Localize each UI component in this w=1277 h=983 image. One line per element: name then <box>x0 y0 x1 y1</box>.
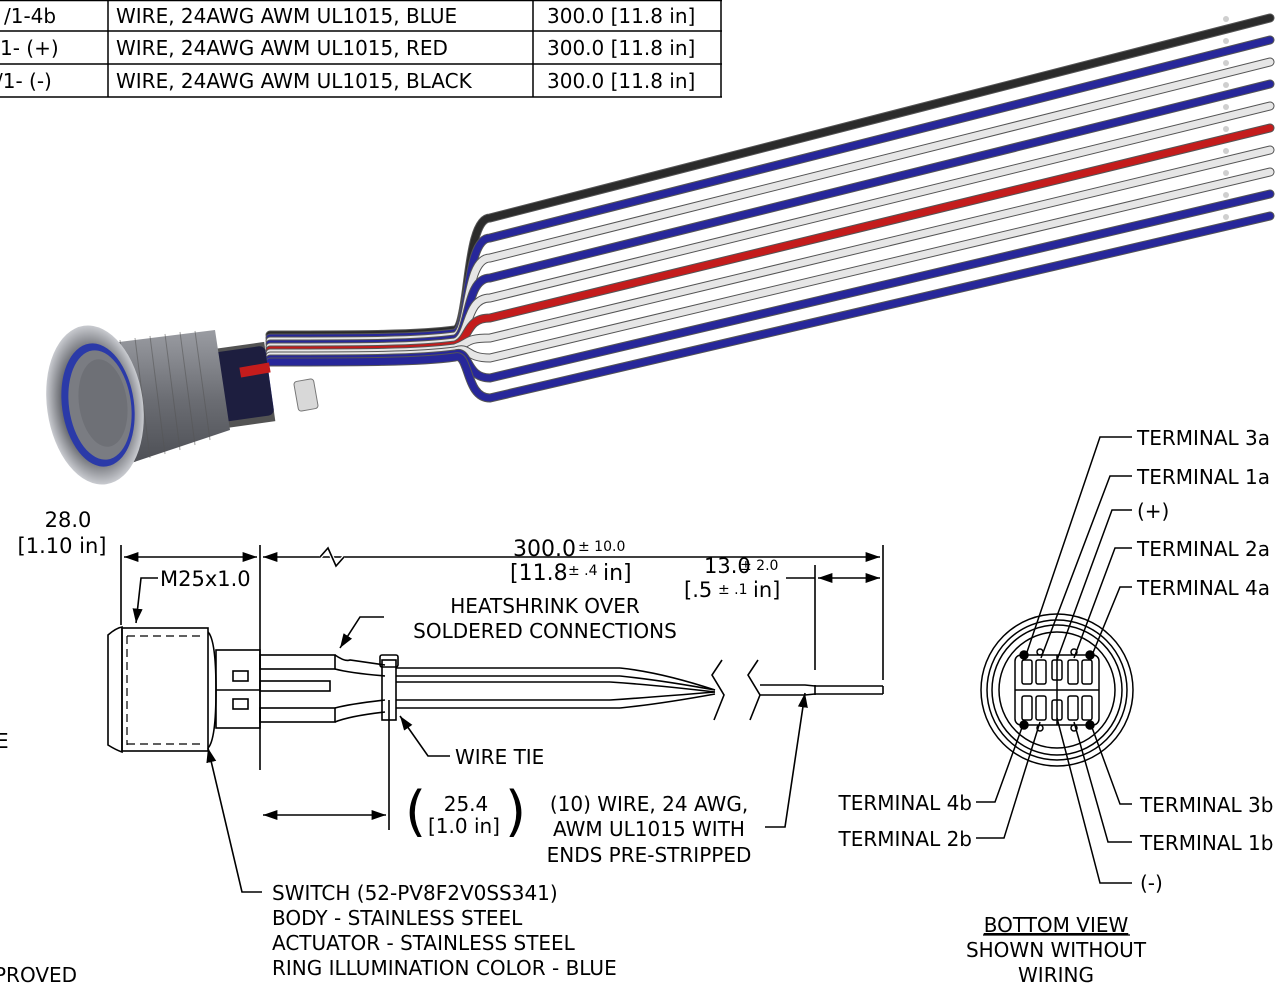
wire-callout-line2: AWM UL1015 WITH <box>553 817 745 841</box>
head-dimension-mm: 28.0 <box>45 508 92 532</box>
table-row-2-length: 300.0 [11.8 in] <box>547 36 695 60</box>
label-terminal-1a: TERMINAL 1a <box>1136 465 1270 489</box>
switch-callout-line1: SWITCH (52-PV8F2V0SS341) <box>272 881 558 905</box>
wire <box>266 212 1274 402</box>
bottom-view-labels: TERMINAL 3a TERMINAL 1a (+) TERMINAL 2a … <box>838 426 1274 983</box>
head-dimension-in: [1.10 in] <box>18 534 107 558</box>
strip-tolerance-mm: ± 2.0 <box>740 558 778 574</box>
table-row-1-id: /1-4b <box>4 4 56 28</box>
wire-table: /1-4b WIRE, 24AWG AWM UL1015, BLUE 300.0… <box>0 0 722 98</box>
table-row-3-description: WIRE, 24AWG AWM UL1015, BLACK <box>116 69 473 93</box>
tie-dimension-in: [1.0 in] <box>428 814 500 838</box>
label-plus: (+) <box>1137 499 1169 523</box>
wire-callout-line1: (10) WIRE, 24 AWG, <box>550 792 748 816</box>
wire <box>266 124 1274 354</box>
edge-fragment-e: E <box>0 729 9 753</box>
wire-callout-line3: ENDS PRE-STRIPPED <box>547 843 752 867</box>
wire-stripped-end <box>1223 214 1229 220</box>
dimension-text: 28.0 [1.10 in] M25x1.0 300.0 ± 10.0 [11.… <box>18 508 781 843</box>
label-terminal-4a: TERMINAL 4a <box>1136 576 1270 600</box>
wire-outline <box>265 57 1275 346</box>
bottom-view-title: BOTTOM VIEW <box>984 913 1129 937</box>
wire-stripped-end <box>1223 192 1229 198</box>
table-row-1-length: 300.0 [11.8 in] <box>547 4 695 28</box>
table-row-1-description: WIRE, 24AWG AWM UL1015, BLUE <box>116 4 457 28</box>
wire <box>266 80 1274 348</box>
length-dimension-in-close: in] <box>603 561 632 586</box>
switch-render <box>46 325 319 485</box>
length-tolerance-mm: ± 10.0 <box>578 539 625 555</box>
wire-stripped-end <box>1223 126 1229 132</box>
tie-dimension-mm: 25.4 <box>444 792 489 816</box>
switch-callout-line4: RING ILLUMINATION COLOR - BLUE <box>272 956 617 980</box>
strip-tolerance-in: ± .1 <box>718 582 748 598</box>
length-dimension-mm: 300.0 <box>513 537 576 562</box>
callouts: HEATSHRINK OVER SOLDERED CONNECTIONS WIR… <box>272 594 751 980</box>
table-row-2-id: 1- (+) <box>0 36 59 60</box>
label-terminal-2b: TERMINAL 2b <box>838 827 972 851</box>
length-dimension-in: [11.8 <box>510 561 568 586</box>
tie-dimension-paren-close: ) <box>505 780 526 843</box>
heatshrink-callout-line2: SOLDERED CONNECTIONS <box>413 619 677 643</box>
wire-stripped-end <box>1223 148 1229 154</box>
label-terminal-3a: TERMINAL 3a <box>1136 426 1270 450</box>
wire-tie-callout: WIRE TIE <box>455 745 544 769</box>
label-terminal-2a: TERMINAL 2a <box>1136 537 1270 561</box>
wire-stripped-end <box>1223 38 1229 44</box>
strip-dimension-in-close: in] <box>753 578 780 602</box>
wire-stripped-end <box>1223 82 1229 88</box>
bottom-view-subtitle-line2: WIRING <box>1018 963 1094 983</box>
tie-dimension-paren-open: ( <box>405 780 426 843</box>
length-tolerance-in: ± .4 <box>568 563 598 579</box>
table-row-3-id: /1- (-) <box>0 69 52 93</box>
label-minus: (-) <box>1140 871 1163 895</box>
heatshrink-callout-line1: HEATSHRINK OVER <box>450 594 640 618</box>
dimension-lines <box>124 544 880 893</box>
edge-fragment-approved: PROVED <box>0 963 77 983</box>
strip-dimension-mm: 13.0 <box>704 554 751 578</box>
wire-outline <box>265 211 1275 403</box>
wire-stripped-end <box>1223 16 1229 22</box>
wire-stripped-end <box>1223 104 1229 110</box>
wire-bundle-render <box>265 13 1275 403</box>
label-terminal-4b: TERMINAL 4b <box>838 791 972 815</box>
table-row-2-description: WIRE, 24AWG AWM UL1015, RED <box>116 36 448 60</box>
strip-dimension-in: [.5 <box>684 578 712 602</box>
wire-stripped-end <box>1223 60 1229 66</box>
switch-callout-line2: BODY - STAINLESS STEEL <box>272 906 523 930</box>
table-row-3-length: 300.0 [11.8 in] <box>547 69 695 93</box>
side-view <box>107 545 884 830</box>
thread-label: M25x1.0 <box>160 567 251 591</box>
label-terminal-1b: TERMINAL 1b <box>1139 831 1273 855</box>
switch-callout-line3: ACTUATOR - STAINLESS STEEL <box>272 931 576 955</box>
bottom-view <box>976 436 1134 884</box>
wire-stripped-end <box>1223 170 1229 176</box>
label-terminal-3b: TERMINAL 3b <box>1139 793 1273 817</box>
bottom-view-subtitle-line1: SHOWN WITHOUT <box>966 938 1147 962</box>
